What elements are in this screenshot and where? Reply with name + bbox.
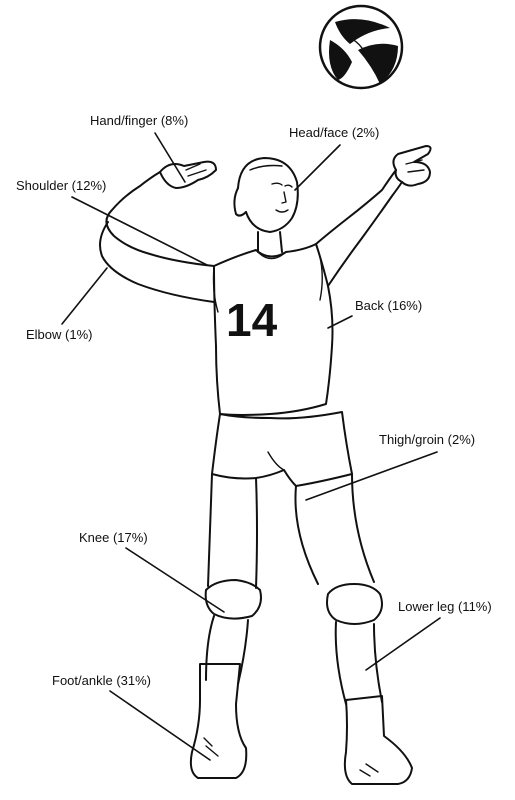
label-hand-finger: Hand/finger (8%) [90, 113, 188, 128]
leader-line-hand-finger [155, 133, 185, 182]
neck [258, 232, 282, 252]
label-back: Back (16%) [355, 298, 422, 313]
left-shoe [191, 664, 246, 778]
label-thigh-groin: Thigh/groin (2%) [379, 432, 475, 447]
head [234, 158, 297, 232]
leader-line-lower-leg [366, 618, 440, 670]
shorts [212, 412, 352, 486]
label-shoulder: Shoulder (12%) [16, 178, 106, 193]
right-leg [295, 474, 382, 704]
label-lower-leg: Lower leg (11%) [398, 599, 492, 614]
leader-line-head-face [295, 145, 340, 190]
left-leg [206, 474, 261, 684]
left-arm [100, 162, 216, 302]
leader-line-shoulder [72, 197, 207, 265]
label-elbow: Elbow (1%) [26, 327, 92, 342]
right-shoe [345, 696, 412, 784]
leader-line-elbow [62, 268, 107, 324]
label-foot-ankle: Foot/ankle (31%) [52, 673, 151, 688]
leader-line-thigh-groin [306, 452, 437, 500]
volleyball-icon [320, 6, 402, 88]
right-arm [316, 146, 431, 286]
label-knee: Knee (17%) [79, 530, 148, 545]
leader-line-foot-ankle [110, 691, 210, 760]
jersey-number: 14 [226, 294, 278, 346]
label-head-face: Head/face (2%) [289, 125, 379, 140]
